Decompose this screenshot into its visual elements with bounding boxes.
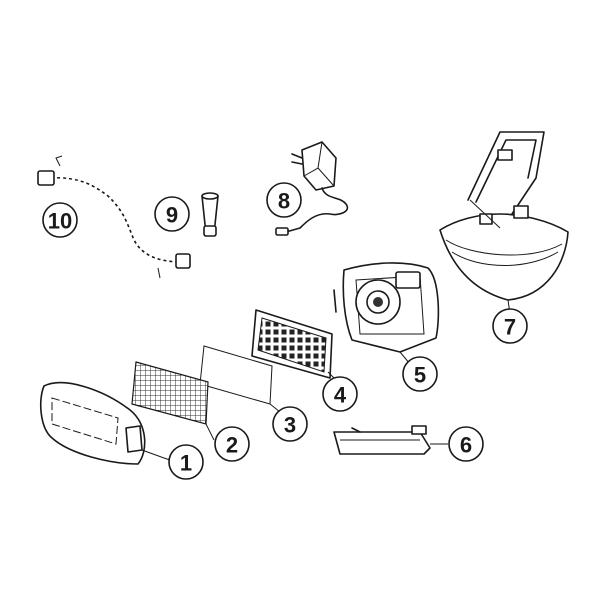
callout-7-label: 7: [504, 315, 516, 340]
callout-10-label: 10: [48, 209, 72, 234]
part-8-charger: [275, 141, 349, 236]
part-1-filter-cover: [39, 381, 146, 465]
callout-6-label: 6: [460, 433, 472, 458]
callout-4-label: 4: [334, 383, 347, 408]
callout-1-label: 1: [180, 451, 192, 476]
callout-2-label: 2: [226, 433, 238, 458]
part-9-connector-tube: [201, 192, 219, 237]
callout-7: 7: [492, 308, 528, 344]
part-4-particle-filter: [251, 309, 333, 379]
callout-3: 3: [272, 406, 308, 442]
callout-9: 9: [154, 196, 190, 232]
callout-8-label: 8: [278, 189, 290, 214]
callout-4: 4: [322, 376, 358, 412]
part-5-blower-unit: [333, 262, 440, 353]
part-10-breathing-hose: [37, 155, 191, 279]
callout-9-label: 9: [166, 203, 178, 228]
callout-5-label: 5: [414, 363, 426, 388]
callout-6: 6: [448, 426, 484, 462]
callout-5: 5: [402, 356, 438, 392]
callout-2: 2: [214, 426, 250, 462]
callout-8: 8: [266, 182, 302, 218]
callout-10: 10: [42, 202, 78, 238]
callout-1: 1: [168, 444, 204, 480]
part-2-mesh-filter: [131, 361, 209, 425]
part-7-head-harness: [439, 131, 569, 301]
callout-3-label: 3: [284, 413, 296, 438]
part-6-battery: [333, 425, 431, 455]
